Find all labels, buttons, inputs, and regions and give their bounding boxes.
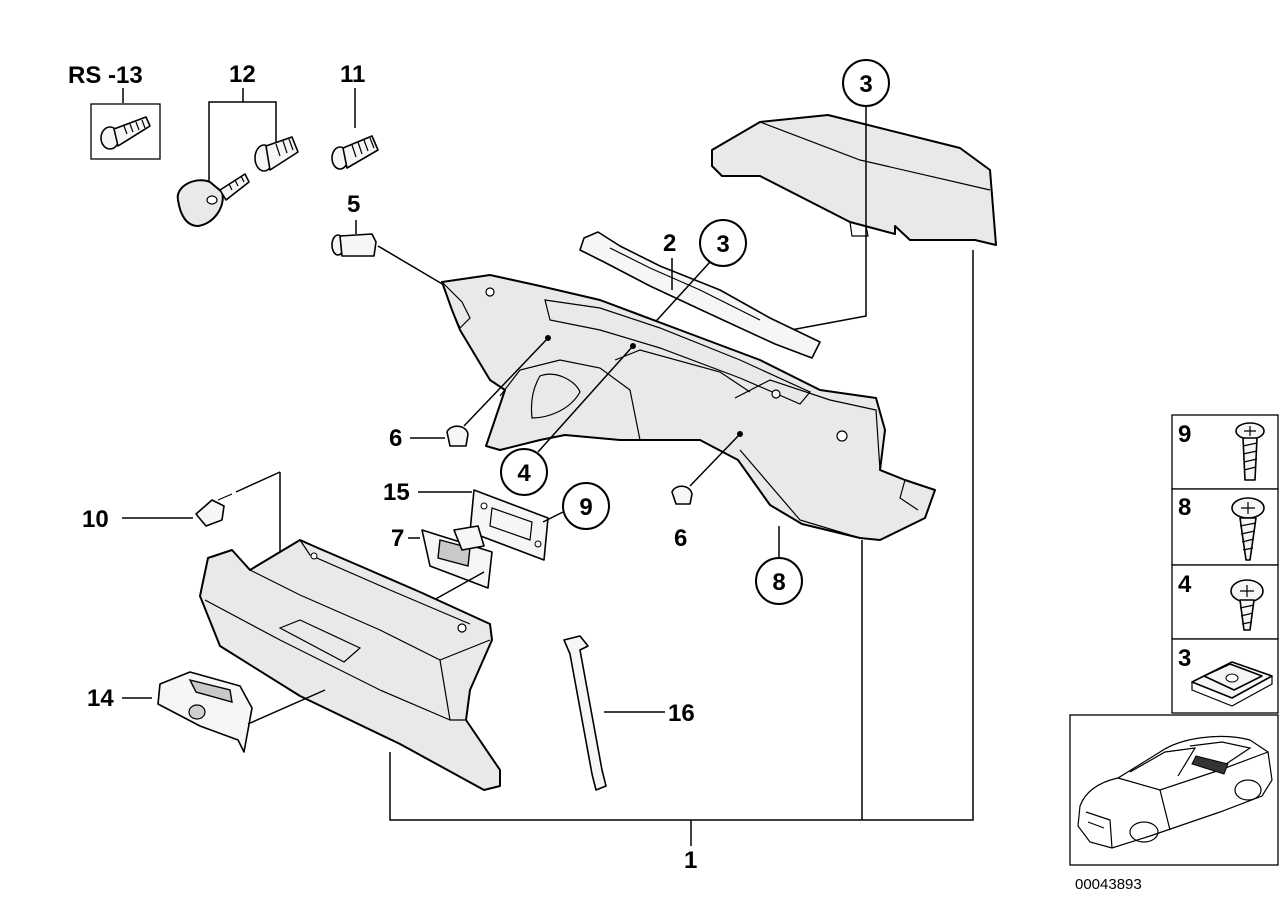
label-5: 5 [347,191,360,218]
part-16-strap-group: 16 [563,635,695,791]
glovebox-door-drawing [199,539,501,791]
label-11: 11 [340,61,365,88]
rs13-bolt-drawing [100,116,151,150]
label-8: 8 [772,569,785,596]
label-15: 15 [383,479,410,506]
leader-3-mid [647,261,711,331]
callout-3-top: 3 [779,59,890,333]
upper-bracket-drawing [579,231,821,359]
car-outline-icon [1077,735,1273,849]
plug-11-drawing [331,135,379,170]
cap-6-right [671,485,693,505]
part-6-left-group: 6 [389,337,549,452]
legend-label-4: 4 [1178,571,1192,598]
clip-nut-3-icon [1191,661,1273,707]
strike-plate-15 [469,489,549,561]
legend-label-9: 9 [1178,421,1191,448]
part-10-buffer-group: 10 [82,471,281,560]
label-6-left: 6 [389,425,402,452]
label-12: 12 [229,61,256,88]
screw-4-icon [1230,579,1264,631]
part-7-latch-group: 7 [379,525,493,631]
leader-5 [377,245,445,286]
screw-8-icon [1231,497,1265,561]
leader-12-left [208,88,244,182]
inset-frame [1069,714,1279,866]
pin-5-drawing [331,233,377,257]
assembly-bracket-1: 1 [389,250,974,874]
cap-6-left [446,425,469,447]
label-2: 2 [663,230,676,257]
part-5-pin-group: 5 [331,191,445,286]
label-7: 7 [391,525,404,552]
leader-10-to-box [235,471,281,493]
top-cover-drawing [711,114,997,246]
fastener-legend: 9 8 4 3 [1171,414,1279,714]
part-12-lock-cylinder-group: 12 [176,61,299,227]
leader-14-to-box [247,689,326,725]
label-9: 9 [579,494,592,521]
label-rs13: RS -13 [68,62,143,89]
callout-9: 9 [542,482,610,530]
lock-cylinder-drawing [254,136,299,172]
label-3-mid: 3 [716,231,729,258]
key-drawing [176,173,250,227]
leader-3-top [779,106,867,333]
leader-4 [537,345,634,453]
leader-6-left [463,337,549,427]
label-16: 16 [668,700,695,727]
leader-1-bracket [389,250,974,821]
screw-9-icon [1235,422,1265,481]
leader-12-right [243,101,277,142]
callout-3-mid: 3 [647,219,747,331]
strap-16 [563,635,607,791]
part-6-right-group: 6 [671,433,741,552]
leader-6-right [689,433,741,487]
callout-8: 8 [755,526,803,605]
part-14-handle-group: 14 [87,671,326,753]
callout-4: 4 [500,345,634,496]
label-10: 10 [82,506,109,533]
diagram-number: 00043893 [1075,876,1142,893]
part-15-strike-plate-group: 15 [383,479,549,561]
label-4: 4 [517,460,531,487]
vehicle-location-inset [1069,714,1279,866]
part-rs13-bolt-group: RS -13 [68,62,161,160]
label-14: 14 [87,685,114,712]
legend-label-3: 3 [1178,645,1191,672]
part-11-plug-group: 11 [331,61,379,170]
label-6-right: 6 [674,525,687,552]
callout-2: 2 [663,230,676,290]
leader-9 [542,511,564,523]
label-3-top: 3 [859,71,872,98]
buffer-10 [195,499,225,527]
legend-label-8: 8 [1178,494,1191,521]
label-1: 1 [684,847,697,874]
